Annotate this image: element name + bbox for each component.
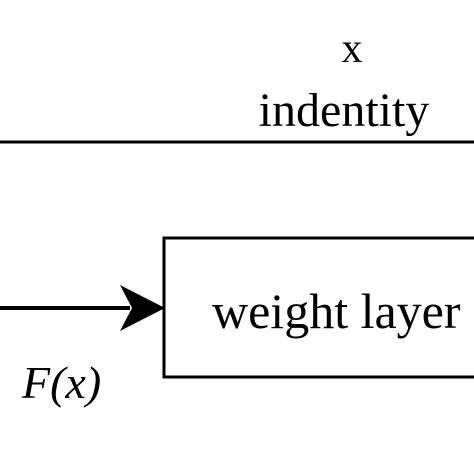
fx-label: F(x)	[21, 357, 101, 408]
identity-x-label: x	[342, 26, 363, 72]
identity-label: indentity	[259, 84, 430, 137]
weight-layer-label: weight layer	[212, 283, 461, 339]
weight-layer-box	[162, 236, 474, 379]
arrow-head-icon	[120, 285, 165, 331]
